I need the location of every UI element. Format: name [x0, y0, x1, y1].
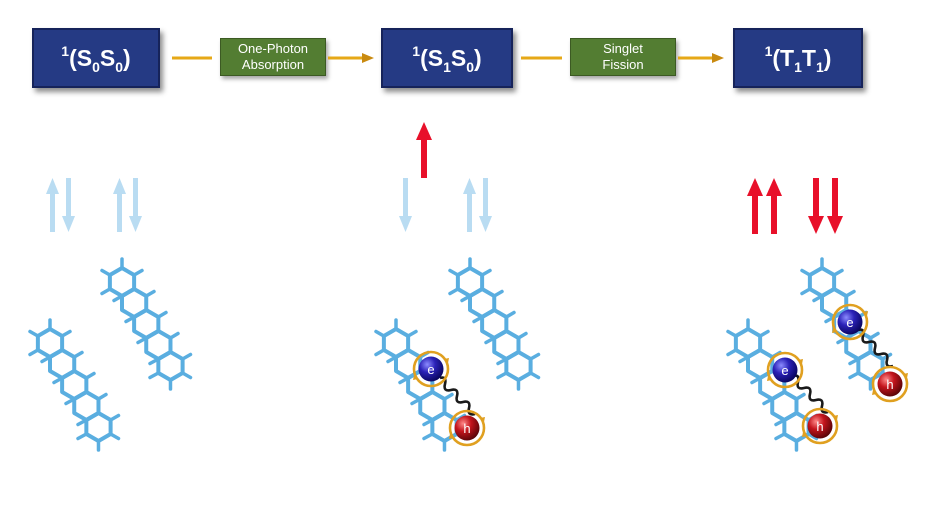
- spin-pair-excited-2: [463, 178, 492, 232]
- spin-pair-ground-2: [113, 178, 142, 232]
- spin-down-arrow-icon: [808, 178, 824, 234]
- spin-pair-triplet-up: [747, 178, 782, 234]
- pentacene-molecule-icon: [450, 259, 539, 389]
- electron-icon: e: [830, 303, 870, 341]
- svg-text:h: h: [463, 421, 470, 436]
- spin-down-arrow-icon: [479, 178, 492, 232]
- process-absorption-line2: Absorption: [241, 57, 305, 72]
- svg-text:h: h: [816, 419, 823, 434]
- svg-text:h: h: [886, 377, 893, 392]
- hole-icon: h: [800, 407, 840, 445]
- spin-up-arrow-icon: [416, 122, 432, 178]
- state-ground: 1(S0S0): [32, 28, 160, 88]
- hole-icon: h: [870, 365, 910, 403]
- spin-pair-ground-1: [46, 178, 75, 232]
- svg-text:e: e: [427, 362, 434, 377]
- exciton-coupling-icon: [857, 328, 894, 368]
- process-absorption: One-Photon Absorption: [220, 38, 326, 76]
- pentacene-molecule-icon: [30, 320, 119, 450]
- state-triplet-pair: 1(T1T1): [733, 28, 863, 88]
- svg-text:e: e: [781, 363, 788, 378]
- process-absorption-line1: One-Photon: [237, 41, 309, 56]
- spin-down-arrow-icon: [129, 178, 142, 232]
- pentacene-molecule-icon: [102, 259, 191, 389]
- process-fission-line2: Fission: [602, 57, 644, 72]
- svg-text:e: e: [846, 315, 853, 330]
- spin-up-arrow-icon: [46, 178, 59, 232]
- hole-icon: h: [447, 409, 487, 447]
- process-fission: Singlet Fission: [570, 38, 676, 76]
- electron-icon: e: [765, 351, 805, 389]
- spin-down-arrow-icon: [827, 178, 843, 234]
- spin-up-arrow-icon: [747, 178, 763, 234]
- spin-up-arrow-icon: [766, 178, 782, 234]
- spin-up-arrow-icon: [113, 178, 126, 232]
- flow-arrow-4: [678, 53, 724, 63]
- spin-pair-triplet-down: [808, 178, 843, 234]
- process-fission-line1: Singlet: [603, 41, 643, 56]
- state-excited-spin: 1: [412, 42, 421, 59]
- state-excited: 1(S1S0): [381, 28, 513, 88]
- spin-up-arrow-icon: [463, 178, 476, 232]
- electron-icon: e: [411, 350, 451, 388]
- state-triplet-spin: 1: [764, 42, 773, 59]
- flow-arrow-2: [328, 53, 374, 63]
- spin-down-arrow-icon: [62, 178, 75, 232]
- spin-down-arrow-icon: [399, 178, 412, 232]
- spin-promoted-red: [416, 122, 432, 178]
- exciton-coupling-icon: [439, 376, 476, 416]
- spin-remaining-light: [399, 178, 412, 232]
- state-ground-spin: 1: [61, 42, 70, 59]
